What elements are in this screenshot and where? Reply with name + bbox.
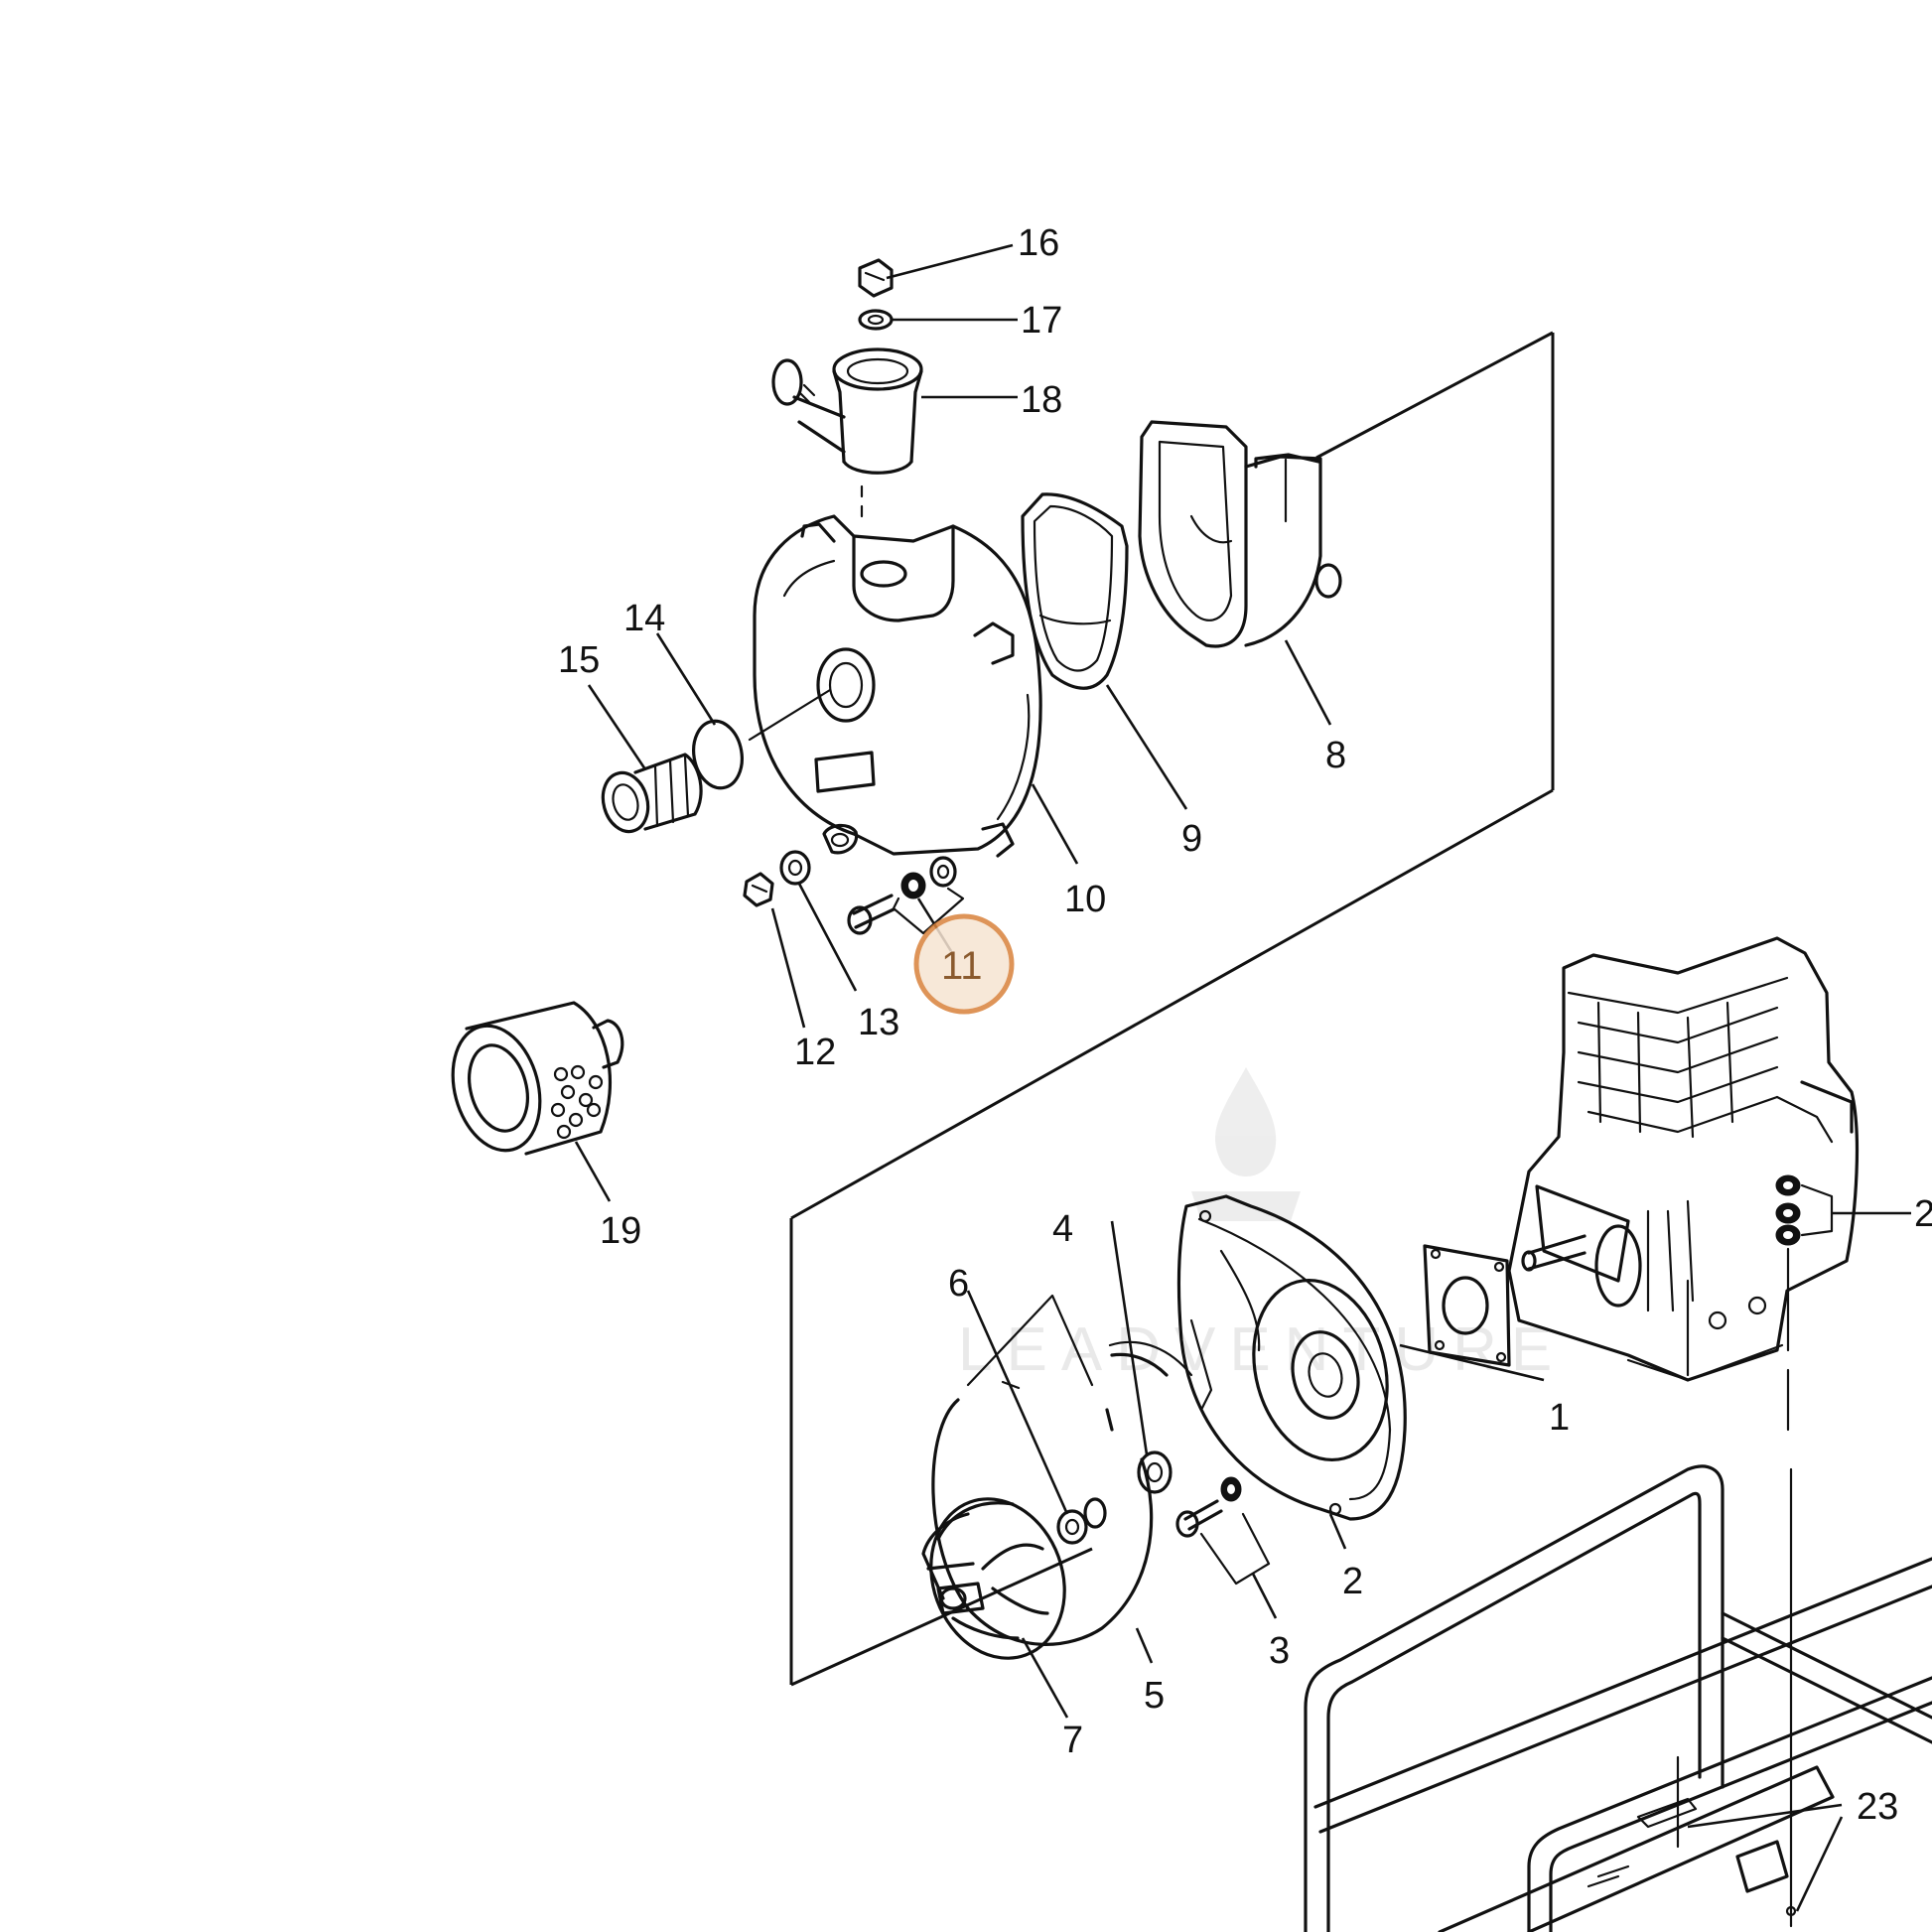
callout-19: 19 xyxy=(600,1210,641,1252)
callout-11: 11 xyxy=(941,944,983,988)
callout-2-engine: 2 xyxy=(1914,1193,1932,1235)
engine xyxy=(1507,936,1911,1432)
part-11-bolt-set xyxy=(847,856,965,935)
callout-18: 18 xyxy=(1021,379,1062,421)
callout-15: 15 xyxy=(558,639,600,681)
leader-lines xyxy=(574,243,1844,1912)
part-4-mechanical-seal xyxy=(1105,1340,1193,1494)
part-16-plug xyxy=(858,258,894,298)
callout-17: 17 xyxy=(1021,300,1062,342)
part-10-pump-casing xyxy=(748,514,1042,858)
part-13-washer xyxy=(779,850,811,886)
part-12-drain-plug xyxy=(743,872,774,907)
pump-frame xyxy=(1304,1464,1932,1932)
part-1-gasket xyxy=(1423,1244,1511,1367)
part-8-outlet-cover xyxy=(1138,420,1342,648)
watermark-logo xyxy=(1191,1067,1301,1221)
callout-4: 4 xyxy=(1052,1208,1073,1250)
callout-2: 2 xyxy=(1342,1561,1363,1602)
callout-23: 23 xyxy=(1857,1786,1898,1828)
part-18-outlet-fitting xyxy=(771,347,923,518)
callout-9: 9 xyxy=(1181,818,1202,860)
callout-16: 16 xyxy=(1018,222,1059,264)
part-2-back-plate xyxy=(1176,1194,1407,1521)
watermark-text: LEADVENTURE xyxy=(958,1315,1566,1384)
callout-3: 3 xyxy=(1269,1630,1290,1672)
callout-6: 6 xyxy=(948,1263,969,1305)
part-5-o-ring xyxy=(931,1352,1169,1646)
part-19-strainer xyxy=(451,1001,624,1156)
callout-7: 7 xyxy=(1062,1720,1083,1761)
upper-section-frame xyxy=(790,331,1555,1220)
callout-5: 5 xyxy=(1144,1675,1165,1717)
callout-8: 8 xyxy=(1325,735,1346,776)
part-3-bolt-set xyxy=(1175,1476,1271,1586)
part-17-washer xyxy=(858,309,894,331)
callout-10: 10 xyxy=(1064,879,1106,920)
callout-1: 1 xyxy=(1549,1397,1570,1439)
part-14-o-ring xyxy=(692,719,744,790)
lower-section-frame xyxy=(789,1218,1093,1687)
callout-labels: 16 17 18 14 15 10 9 8 13 12 19 1 4 6 2 3… xyxy=(558,222,1932,1828)
highlighted-callout-11[interactable]: 11 xyxy=(913,913,1015,1015)
callout-13: 13 xyxy=(858,1002,899,1043)
part-15-inlet-fitting xyxy=(601,753,703,834)
part-9-gasket xyxy=(1021,492,1129,690)
callout-14: 14 xyxy=(623,598,665,639)
callout-12: 12 xyxy=(794,1032,836,1073)
part-7-impeller xyxy=(921,1497,1066,1660)
